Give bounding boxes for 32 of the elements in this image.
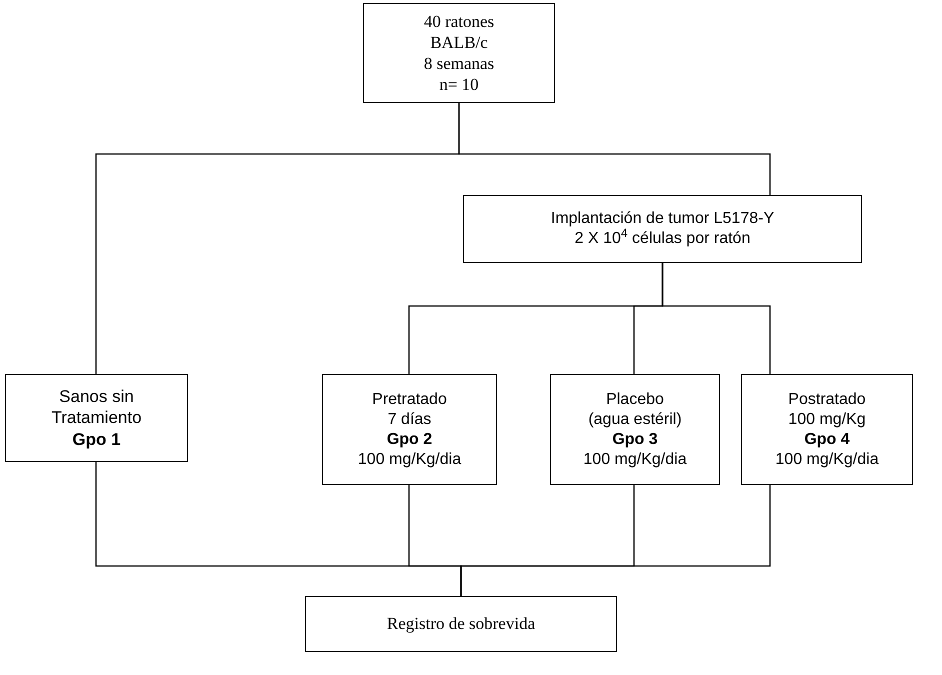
box-text: BALB/c [430, 32, 488, 53]
box-text: Pretratado [372, 390, 447, 410]
box-text: Gpo 3 [612, 430, 658, 450]
box-text: Gpo 2 [386, 430, 432, 450]
box-text: 2 X 10$^{4}$ células por ratón [574, 229, 750, 249]
box-text: 7 días [388, 410, 432, 430]
process-box [305, 596, 617, 652]
box-text: 8 semanas [424, 53, 494, 74]
box-text: 100 mg/Kg/dia [358, 450, 462, 470]
box-text: Sanos sin [59, 386, 134, 408]
box-text: n= 10 [439, 74, 479, 96]
box-text: Implantación de tumor L5178-Y [550, 209, 774, 228]
box-text: 100 mg/Kg/dia [583, 450, 687, 470]
process-box [550, 374, 720, 485]
box-text: Tratamiento [51, 407, 142, 429]
box-text: Placebo [606, 390, 664, 410]
box-text: 40 ratones [424, 10, 494, 32]
box-text: Registro de sobrevida [386, 613, 536, 635]
process-box [322, 374, 497, 485]
box-text: 100 mg/Kg/dia [775, 450, 879, 470]
connector-line [662, 263, 771, 374]
process-box [5, 374, 188, 462]
process-box [741, 374, 913, 485]
process-box [363, 3, 555, 103]
process-box [463, 195, 862, 263]
connector-line [458, 103, 771, 195]
connector-line [460, 485, 771, 596]
box-text: 100 mg/Kg [788, 410, 866, 430]
box-text: Postratado [788, 390, 866, 410]
box-text: Gpo 4 [804, 430, 850, 450]
box-text: Gpo 1 [72, 428, 121, 450]
box-text: (agua estéril) [588, 410, 682, 430]
